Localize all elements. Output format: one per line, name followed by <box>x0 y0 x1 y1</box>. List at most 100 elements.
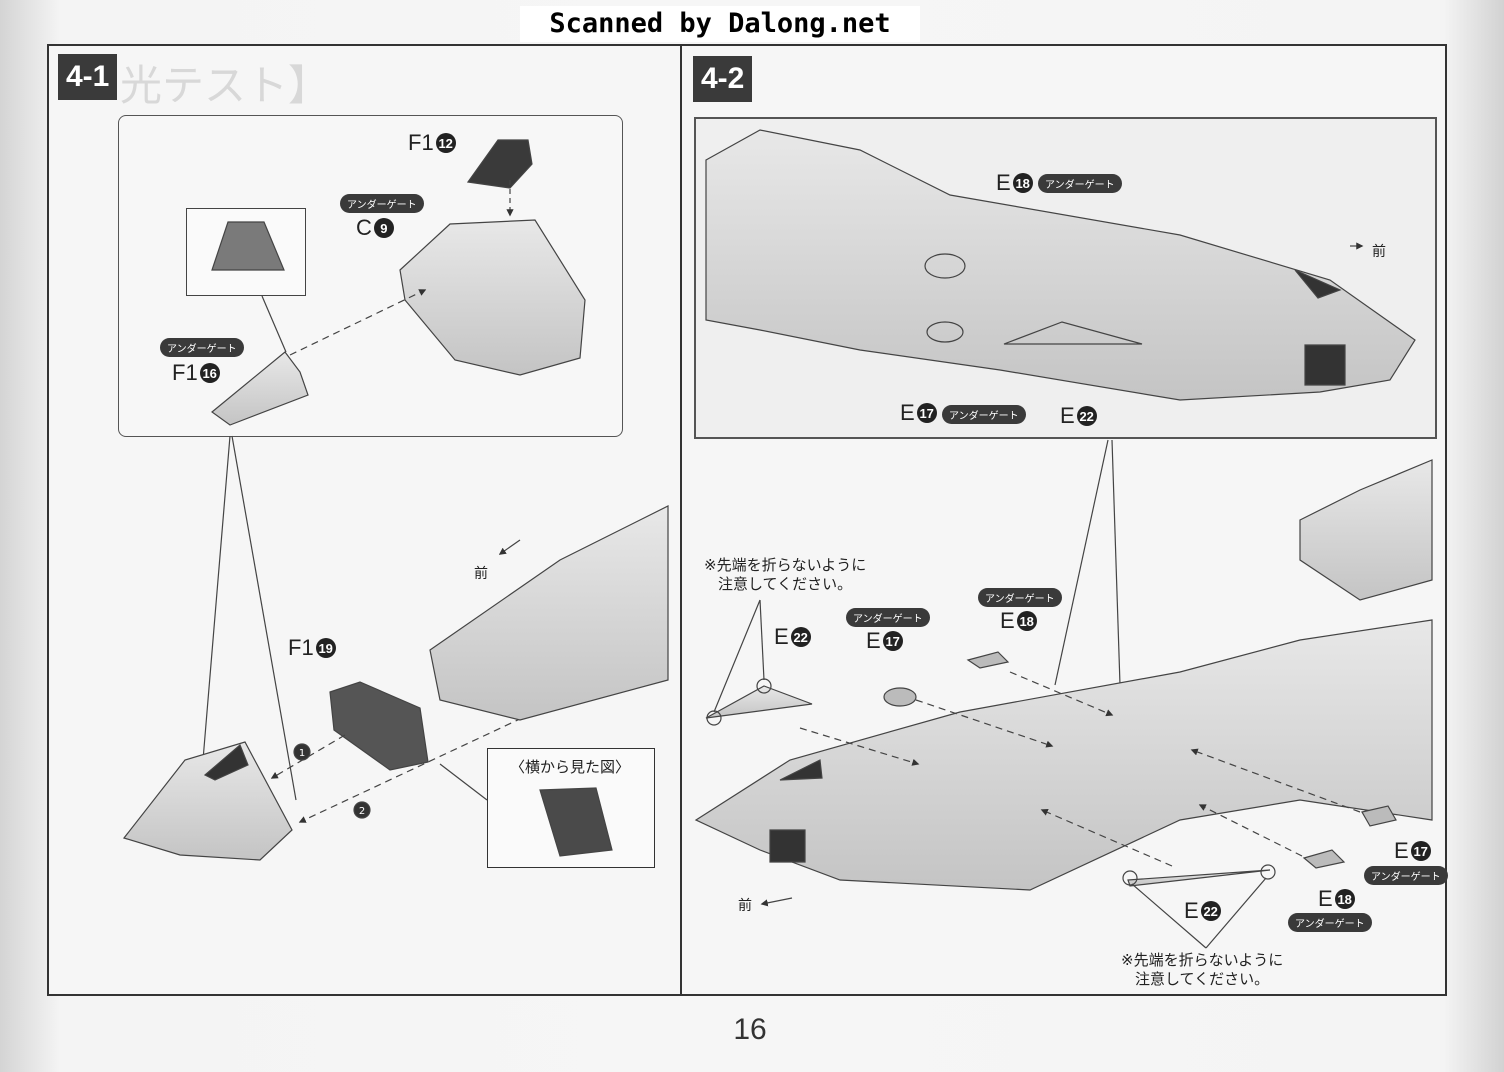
part-f1-16 <box>211 351 309 426</box>
part-e-18-upper <box>966 651 1010 669</box>
note-pointer <box>1131 883 1207 949</box>
callout-line <box>439 763 488 801</box>
part-number-badge: 17 <box>916 403 937 423</box>
front-direction-label: 前 <box>474 566 488 582</box>
hull-dark-engine <box>1304 344 1346 386</box>
front-direction-arrow <box>760 897 793 907</box>
under-gate-tag: アンダーゲート <box>942 405 1026 424</box>
part-e-17-outline <box>926 321 964 343</box>
part-e-17-lower <box>1361 805 1397 827</box>
part-number-badge: 22 <box>790 627 811 647</box>
front-direction-label: 前 <box>738 898 752 914</box>
caution-note-left: ※先端を折らないように 注意してください。 <box>704 556 867 593</box>
part-f1-12 <box>466 139 533 189</box>
under-gate-tag: アンダーゲート <box>1038 174 1122 193</box>
side-view-title: 〈横から見た図〉 <box>510 758 631 776</box>
ghost-heading: 光テスト】 <box>120 61 331 110</box>
part-e-18-lower <box>1302 849 1346 869</box>
under-gate-tag: アンダーゲート <box>160 338 244 357</box>
note-pointer <box>1205 877 1267 949</box>
bow-section <box>122 741 293 861</box>
side-view-part <box>539 787 613 857</box>
inset-4-1-art <box>202 139 586 801</box>
hull-dark-panel <box>779 759 823 781</box>
callout-line <box>1111 439 1121 686</box>
step-badge-4-1: 4-1 <box>58 54 118 100</box>
assembly-arrow <box>289 289 427 356</box>
under-gate-tag: アンダーゲート <box>1364 866 1448 885</box>
ship-hull-main <box>694 619 1433 891</box>
part-number-badge: 16 <box>199 363 220 383</box>
tip-highlight <box>1122 870 1138 886</box>
page-number: 16 <box>733 1013 767 1046</box>
assembly-arrow <box>1198 804 1303 857</box>
assembly-arrow <box>799 727 920 766</box>
part-e-22-outline <box>1003 321 1143 345</box>
under-gate-tag: アンダーゲート <box>340 194 424 213</box>
part-number-badge: 22 <box>1200 901 1221 921</box>
part-e-18-outline <box>924 253 966 279</box>
assembly-arrow <box>1009 671 1114 717</box>
part-number-badge: 19 <box>315 638 336 658</box>
ship-hull-inset <box>705 129 1416 401</box>
assembly-arrow <box>1190 748 1361 813</box>
gate-detail-part <box>211 221 285 271</box>
hull-dark-panel <box>1294 269 1342 299</box>
ship-hull-4-1 <box>429 505 669 721</box>
note-pointer <box>759 599 765 681</box>
bow-dark-panel <box>203 743 249 781</box>
panel-4-2-main-art <box>694 459 1433 949</box>
front-direction-arrow <box>498 539 521 555</box>
under-gate-tag: アンダーゲート <box>846 608 930 627</box>
under-gate-tag: アンダーゲート <box>978 588 1062 607</box>
panel-4-1-main-art: 1 2 <box>122 505 669 861</box>
callout-line <box>231 435 297 801</box>
part-number-badge: 18 <box>1012 173 1033 193</box>
order-marker-1-text: 1 <box>299 748 305 759</box>
part-e-17-upper <box>883 687 917 707</box>
callout-line <box>261 295 287 353</box>
callout-line <box>1054 439 1109 686</box>
part-number-badge: 18 <box>1334 889 1355 909</box>
under-gate-tag: アンダーゲート <box>1288 913 1372 932</box>
part-number-badge: 12 <box>435 133 456 153</box>
part-number-badge: 17 <box>1410 841 1431 861</box>
step-badge-4-2: 4-2 <box>693 56 753 102</box>
ship-superstructure <box>1299 459 1433 601</box>
part-number-badge: 18 <box>1016 611 1037 631</box>
front-direction-label: 前 <box>1372 244 1386 260</box>
part-c-9 <box>399 219 586 376</box>
part-e-22-lower <box>1127 869 1271 887</box>
caution-note-right: ※先端を折らないように 注意してください。 <box>1121 951 1284 988</box>
inset-4-2-art <box>705 129 1416 686</box>
assembly-arrow <box>298 717 523 823</box>
scan-credit-banner: Scanned by Dalong.net <box>520 6 920 42</box>
note-pointer <box>713 599 761 713</box>
tip-highlight <box>1260 864 1276 880</box>
part-e-22-upper <box>705 685 813 719</box>
hull-dark-engine <box>769 829 806 863</box>
order-marker-1 <box>293 743 311 761</box>
panel-divider <box>680 44 682 996</box>
part-number-badge: 17 <box>882 631 903 651</box>
order-marker-2-text: 2 <box>359 806 365 817</box>
order-marker-2 <box>353 801 371 819</box>
part-number-badge: 9 <box>373 218 394 238</box>
part-f1-19 <box>329 681 429 771</box>
callout-line <box>202 435 231 761</box>
part-number-badge: 22 <box>1076 406 1097 426</box>
